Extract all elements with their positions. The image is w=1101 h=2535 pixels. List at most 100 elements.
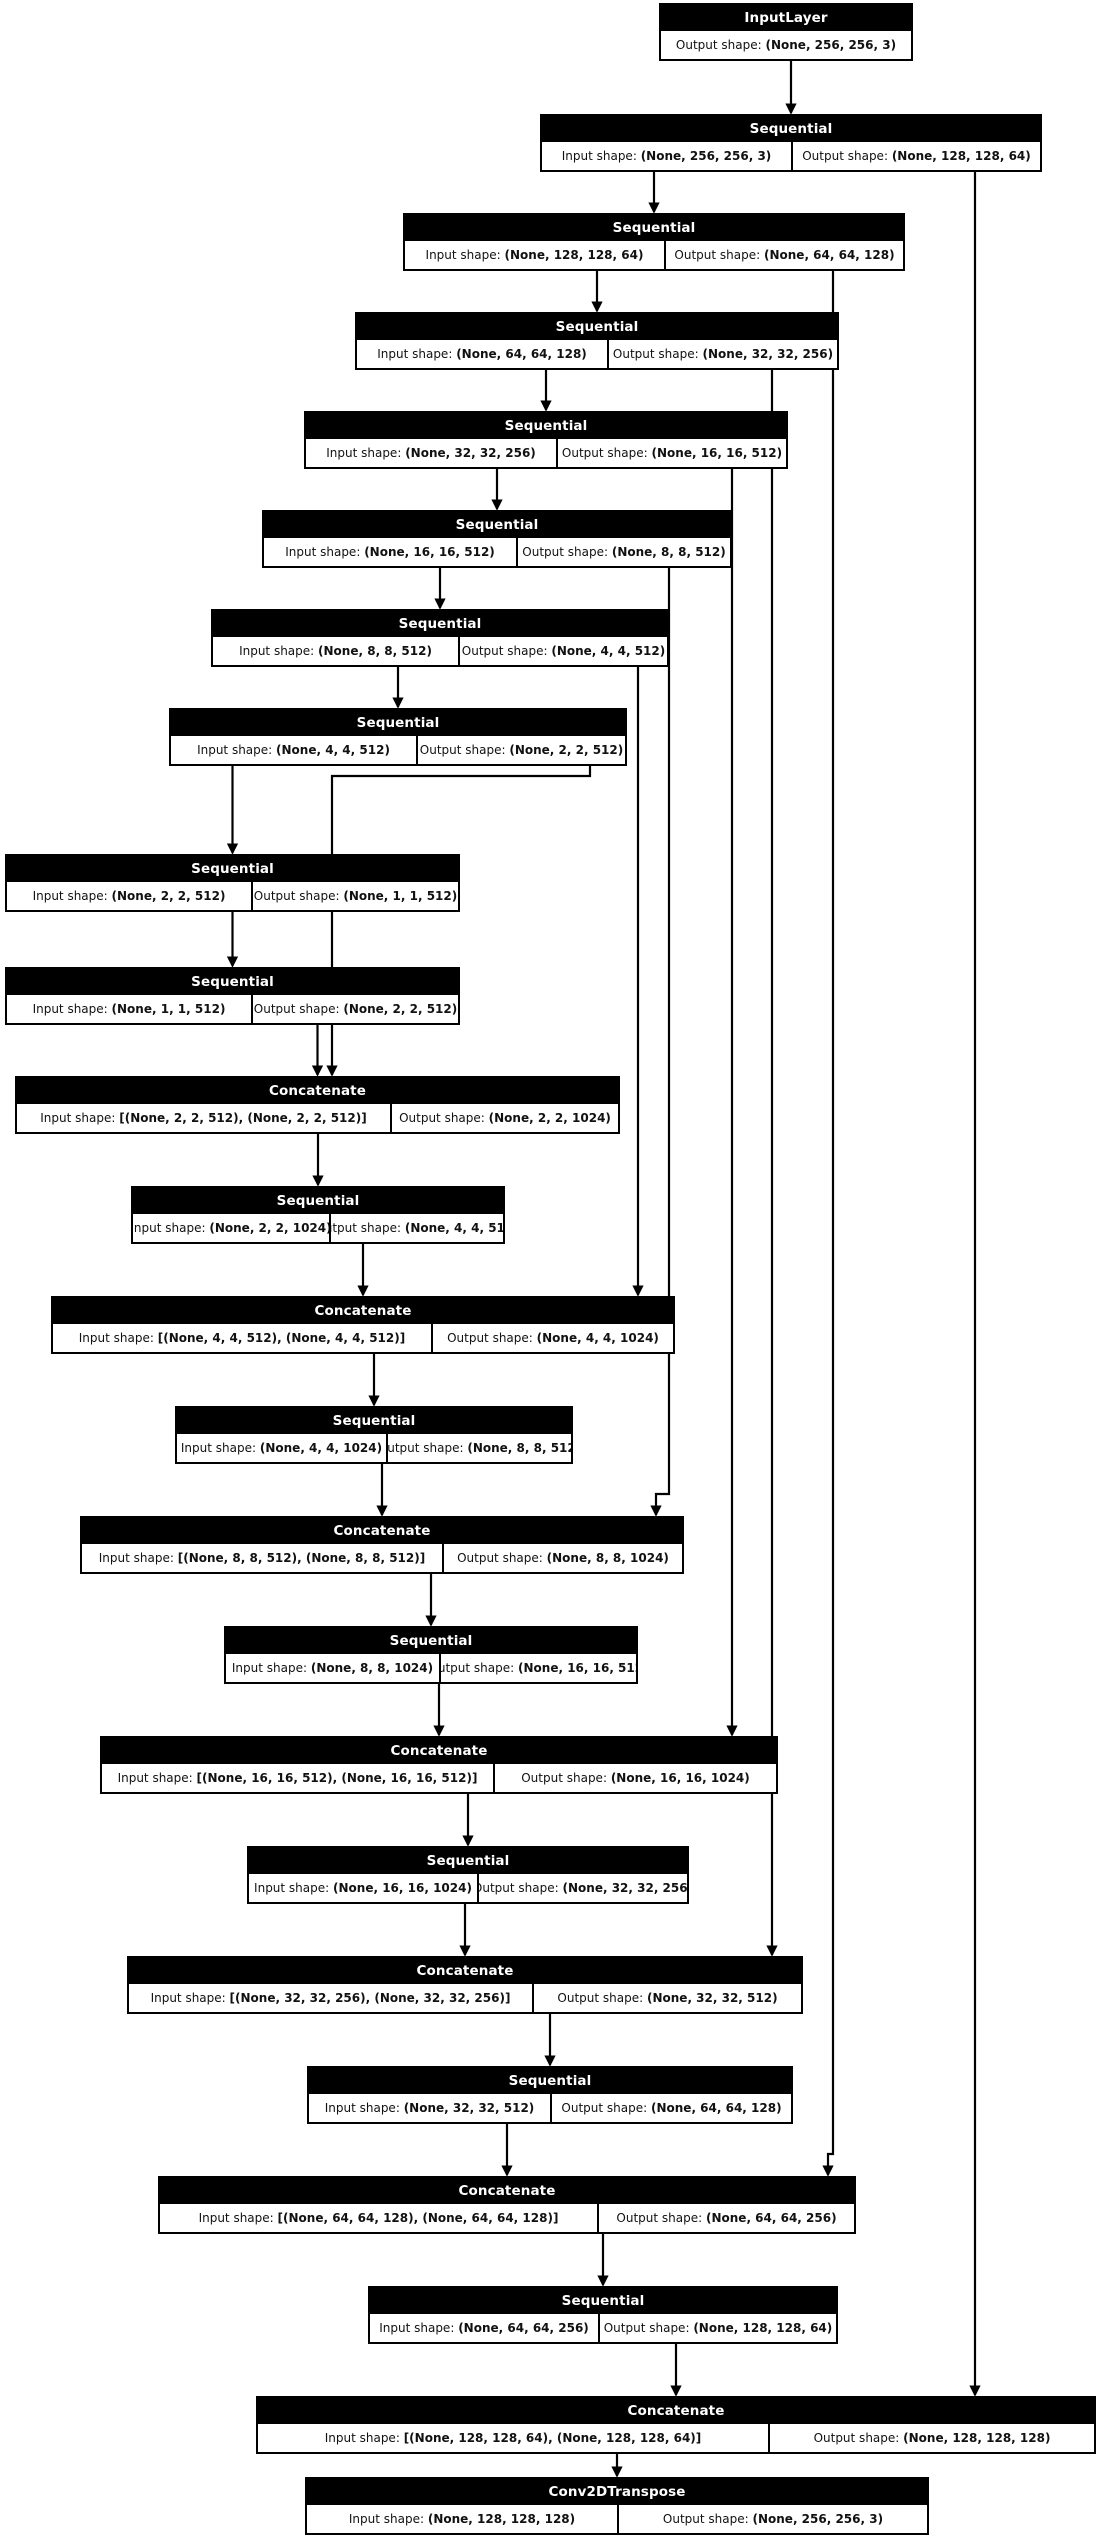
node-output-shape: Output shape: (None, 8, 8, 512) <box>386 1434 571 1462</box>
node-shape-row: Input shape: [(None, 128, 128, 64), (Non… <box>258 2424 1094 2452</box>
node-input-shape: Input shape: (None, 16, 16, 1024) <box>254 1881 472 1895</box>
node-input-shape: Input shape: (None, 2, 2, 1024) <box>133 1221 329 1235</box>
node-title: Concatenate <box>17 1078 618 1104</box>
node-input-shape: Input shape: (None, 256, 256, 3) <box>561 149 772 163</box>
node-shape-row: Input shape: [(None, 16, 16, 512), (None… <box>102 1764 776 1792</box>
node-title: Sequential <box>306 413 786 439</box>
node-output-shape: Output shape: (None, 1, 1, 512) <box>251 882 458 910</box>
node-input-shape: Input shape: [(None, 8, 8, 512), (None, … <box>98 1551 426 1565</box>
node-title: Sequential <box>357 314 837 340</box>
node-title: Sequential <box>133 1188 503 1214</box>
node-output-shape: Output shape: (None, 16, 16, 512) <box>556 439 786 467</box>
node-input-shape: Input shape: [(None, 32, 32, 256), (None… <box>150 1991 511 2005</box>
node-shape-row: Input shape: (None, 256, 256, 3) Output s… <box>542 142 1040 170</box>
node-input-shape: Input shape: [(None, 128, 128, 64), (Non… <box>324 2431 702 2445</box>
node-output-shape: Output shape: (None, 128, 128, 64) <box>791 142 1040 170</box>
node-title: Conv2DTranspose <box>307 2479 927 2505</box>
node-shape-row: Input shape: [(None, 4, 4, 512), (None, … <box>53 1324 673 1352</box>
node-output-shape: Output shape: (None, 4, 4, 512) <box>458 637 667 665</box>
node-input-shape: Input shape: (None, 128, 128, 128) <box>348 2512 576 2526</box>
node-shape-row: Input shape: (None, 16, 16, 1024) Output … <box>249 1874 687 1902</box>
node-shape-row: Input shape: (None, 1, 1, 512)Output sha… <box>7 995 458 1023</box>
node-input-shape: Input shape: [(None, 4, 4, 512), (None, … <box>78 1331 406 1345</box>
node-shape-row: Output shape: (None, 256, 256, 3) <box>661 31 911 59</box>
node-shape-row: Input shape: (None, 2, 2, 1024)Output sh… <box>133 1214 503 1242</box>
node-input-shape: Input shape: (None, 32, 32, 256) <box>326 446 536 460</box>
node-input-shape: Input shape: (None, 64, 64, 256) <box>379 2321 589 2335</box>
node-title: Sequential <box>542 116 1040 142</box>
node-output-shape: Output shape: (None, 16, 16, 512) <box>439 1654 636 1682</box>
node-input-shape: Input shape: (None, 8, 8, 1024) <box>231 1661 434 1675</box>
node-input-shape: Input shape: (None, 32, 32, 512) <box>324 2101 535 2115</box>
node-title: Sequential <box>7 969 458 995</box>
node-title: Concatenate <box>129 1958 801 1984</box>
node-output-shape: Output shape: (None, 256, 256, 3) <box>675 38 897 52</box>
node-shape-row: Input shape: (None, 32, 32, 512)Output s… <box>309 2094 791 2122</box>
node-output-shape: Output shape: (None, 4, 4, 512) <box>329 1214 503 1242</box>
node-output-shape: Output shape: (None, 16, 16, 1024) <box>493 1764 776 1792</box>
node-shape-row: Input shape: (None, 2, 2, 512) Output sha… <box>7 882 458 910</box>
node-shape-row: Input shape: (None, 128, 128, 128) Output… <box>307 2505 927 2533</box>
node-output-shape: Output shape: (None, 32, 32, 256) <box>607 340 837 368</box>
node-title: Concatenate <box>160 2178 854 2204</box>
node-input-shape: Input shape: (None, 4, 4, 512) <box>197 743 390 757</box>
node-output-shape: Output shape: (None, 2, 2, 512) <box>416 736 625 764</box>
node-shape-row: Input shape: (None, 64, 64, 128) Output s… <box>357 340 837 368</box>
node-shape-row: Input shape: [(None, 2, 2, 512), (None, … <box>17 1104 618 1132</box>
node-title: Concatenate <box>82 1518 682 1544</box>
node-shape-row: Input shape: [(None, 32, 32, 256), (None… <box>129 1984 801 2012</box>
skip-edge-n2-n20 <box>822 271 835 2177</box>
node-shape-row: Input shape: [(None, 64, 64, 128), (None… <box>160 2204 854 2232</box>
node-output-shape: Output shape: (None, 2, 2, 512) <box>251 995 458 1023</box>
node-title: Sequential <box>226 1628 636 1654</box>
node-output-shape: Output shape: (None, 32, 32, 256) <box>477 1874 687 1902</box>
node-shape-row: Input shape: (None, 4, 4, 1024)Output sh… <box>177 1434 571 1462</box>
node-shape-row: Input shape: [(None, 8, 8, 512), (None, … <box>82 1544 682 1572</box>
node-input-shape: Input shape: (None, 8, 8, 512) <box>239 644 432 658</box>
node-title: Concatenate <box>258 2398 1094 2424</box>
node-input-shape: Input shape: (None, 4, 4, 1024) <box>180 1441 383 1455</box>
node-input-shape: Input shape: [(None, 64, 64, 128), (None… <box>198 2211 559 2225</box>
node-shape-row: Input shape: (None, 16, 16, 512) Output s… <box>264 538 730 566</box>
node-input-shape: Input shape: (None, 2, 2, 512) <box>32 889 226 903</box>
skip-edge-n7-n10 <box>326 766 592 1077</box>
node-output-shape: Output shape: (None, 64, 64, 256) <box>597 2204 854 2232</box>
node-title: Sequential <box>309 2068 791 2094</box>
node-title: Sequential <box>405 215 903 241</box>
node-output-shape: Output shape: (None, 8, 8, 512) <box>516 538 730 566</box>
node-output-shape: Output shape: (None, 8, 8, 1024) <box>442 1544 682 1572</box>
node-title: Sequential <box>370 2288 836 2314</box>
node-shape-row: Input shape: (None, 8, 8, 512) Output sha… <box>213 637 667 665</box>
node-output-shape: Output shape: (None, 128, 128, 128) <box>768 2424 1094 2452</box>
node-input-shape: Input shape: (None, 64, 64, 128) <box>377 347 587 361</box>
node-output-shape: Output shape: (None, 4, 4, 1024) <box>431 1324 673 1352</box>
node-output-shape: Output shape: (None, 64, 64, 128) <box>664 241 903 269</box>
node-title: Sequential <box>249 1848 687 1874</box>
node-output-shape: Output shape: (None, 32, 32, 512) <box>532 1984 801 2012</box>
node-input-shape: Input shape: (None, 16, 16, 512) <box>285 545 495 559</box>
node-shape-row: Input shape: (None, 128, 128, 64)Output … <box>405 241 903 269</box>
node-title: Sequential <box>264 512 730 538</box>
skip-edge-n5-n14 <box>650 568 671 1517</box>
node-title: Sequential <box>177 1408 571 1434</box>
node-output-shape: Output shape: (None, 256, 256, 3) <box>617 2505 927 2533</box>
